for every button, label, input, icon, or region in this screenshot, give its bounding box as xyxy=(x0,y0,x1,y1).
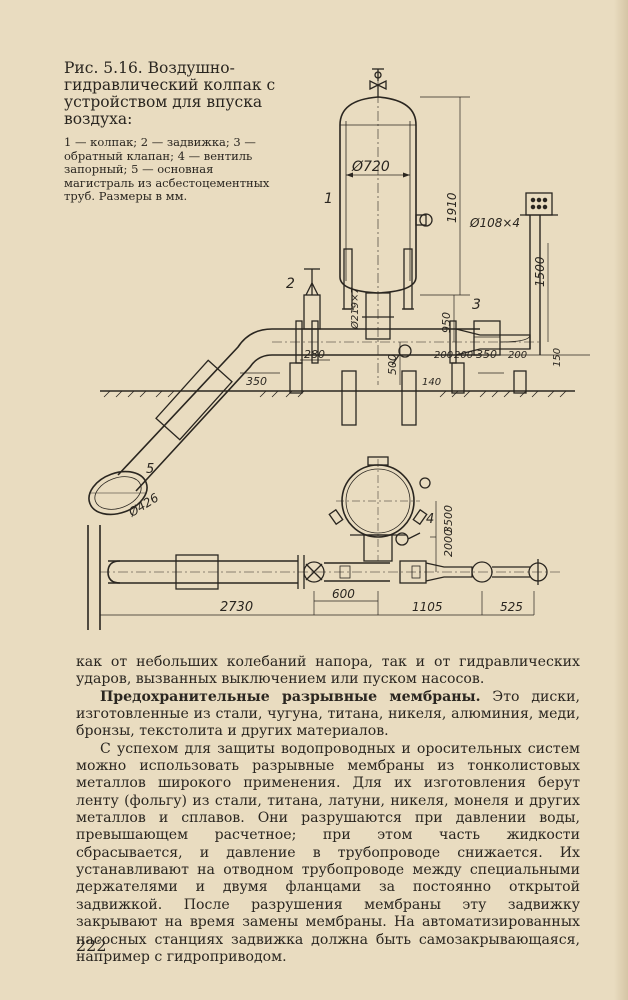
page-edge-shadow xyxy=(614,0,628,1000)
paragraph-2-rest: Это диски, изготовленные из стали, чугун… xyxy=(76,688,580,740)
drawing-labels: 1 2 3 4 5 Ø720 Ø219×7 Ø108×4 Ø426 1910 1… xyxy=(125,159,563,615)
paragraph-2: Предохранительные разрывные мембраны. Эт… xyxy=(76,689,580,741)
caption-title: Рис. 5.16. Воздушно-гидравлический колпа… xyxy=(64,59,276,128)
gate-valve xyxy=(303,268,321,330)
callout-2: 2 xyxy=(286,276,295,292)
label-dim-3500: 3500 xyxy=(442,505,455,533)
callout-4: 4 xyxy=(426,512,434,527)
ground-line xyxy=(100,390,575,398)
wall-plan xyxy=(87,525,101,630)
label-dim-950: 950 xyxy=(440,312,453,333)
label-dim-1105: 1105 xyxy=(412,600,443,614)
inclined-main-pipe xyxy=(88,328,273,516)
shutoff-valve-plan xyxy=(395,532,421,546)
label-dim-280: 280 xyxy=(304,348,325,361)
label-dim-200-b: 200 xyxy=(454,350,473,361)
callout-5: 5 xyxy=(146,462,154,477)
main-pipe-plan xyxy=(100,554,560,590)
riser-pipe xyxy=(362,292,394,340)
foundations xyxy=(289,362,527,426)
label-dim-600: 600 xyxy=(332,587,355,601)
air-pipe xyxy=(499,192,558,355)
paragraph-1: как от небольших колебаний напора, так и… xyxy=(76,654,580,688)
label-dim-525: 525 xyxy=(500,600,523,614)
paragraph-3: С успехом для защиты водопроводных и оро… xyxy=(76,740,580,965)
air-inlet-valve xyxy=(369,68,387,97)
label-diam-720: Ø720 xyxy=(351,159,390,175)
label-dim-500: 500 xyxy=(386,354,399,375)
label-diam-426: Ø426 xyxy=(125,490,161,520)
plan-dimensions xyxy=(100,501,535,616)
label-diam-108: Ø108×4 xyxy=(469,216,520,230)
technical-drawing: 1 2 3 4 5 Ø720 Ø219×7 Ø108×4 Ø426 1910 1… xyxy=(87,68,590,630)
label-dim-350-left: 350 xyxy=(246,375,267,388)
label-dim-350-right: 350 xyxy=(476,348,497,361)
callout-1: 1 xyxy=(324,191,333,207)
label-diam-219: Ø219×7 xyxy=(349,287,361,330)
label-dim-200-c: 200 xyxy=(508,350,527,361)
body-text: как от небольших колебаний напора, так и… xyxy=(76,654,580,966)
label-dim-200-a: 200 xyxy=(434,350,453,361)
paragraph-2-heading: Предохранительные разрывные мембраны. xyxy=(100,688,481,705)
label-dim-1910: 1910 xyxy=(445,192,459,223)
label-dim-2730: 2730 xyxy=(220,600,253,615)
label-dim-1500: 1500 xyxy=(533,256,547,287)
label-dim-150: 150 xyxy=(552,348,563,367)
elevation-dimensions xyxy=(240,96,590,385)
tank-plan xyxy=(328,456,431,562)
label-dim-2000: 2000 xyxy=(442,529,455,557)
page-number: 222 xyxy=(76,936,107,955)
air-chamber-tank xyxy=(339,75,433,385)
label-dim-140: 140 xyxy=(422,377,441,388)
caption-legend: 1 — колпак; 2 — задвижка; 3 — обратный к… xyxy=(64,135,270,203)
figure-caption: Рис. 5.16. Воздушно-гидравлический колпа… xyxy=(64,60,286,204)
callout-3: 3 xyxy=(472,297,481,313)
